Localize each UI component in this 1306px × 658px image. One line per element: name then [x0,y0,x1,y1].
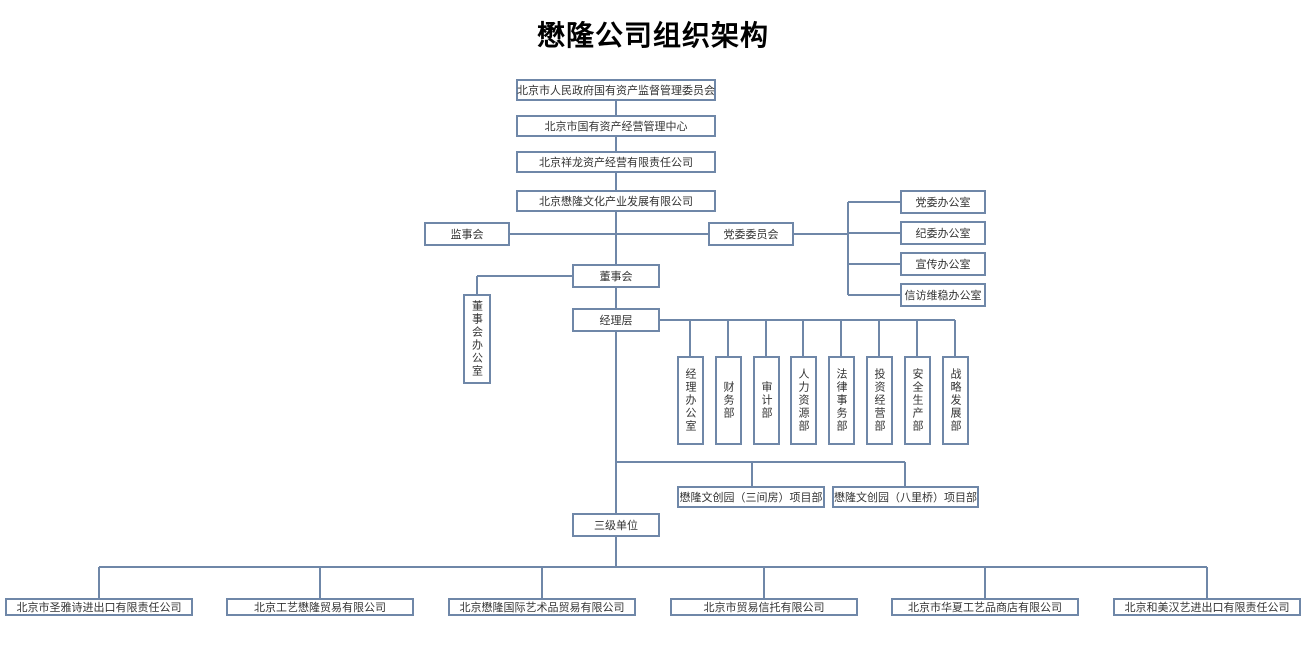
node-label: 监事会 [450,227,484,241]
node-label: 党委委员会 [723,227,779,241]
node-label: 信访维稳办公室 [904,288,982,302]
node-label: 北京懋隆国际艺术品贸易有限公司 [459,600,625,614]
node-label: 北京工艺懋隆贸易有限公司 [254,600,386,614]
node-supervisory-board: 监事会 [424,222,510,246]
node-sasac: 北京市人民政府国有资产监督管理委员会 [516,79,716,101]
node-label: 三级单位 [594,518,638,532]
node-label: 财务部 [722,381,735,420]
node-party-office: 党委办公室 [900,190,986,214]
node-label: 战略发展部 [949,368,962,433]
node-third-level-units: 三级单位 [572,513,660,537]
chart-title: 懋隆公司组织架构 [536,19,769,52]
node-petition-office: 信访维稳办公室 [900,283,986,307]
node-subsidiary-shengyashi: 北京市圣雅诗进出口有限责任公司 [5,598,193,616]
node-subsidiary-maolong-art: 北京懋隆国际艺术品贸易有限公司 [448,598,636,616]
node-label: 懋隆文创园（八里桥）项目部 [834,490,977,504]
node-project-balixiao: 懋隆文创园（八里桥）项目部 [832,486,979,508]
node-dept-investment: 投资经营部 [866,356,893,445]
node-dept-hr: 人力资源部 [790,356,817,445]
node-dept-strategy: 战略发展部 [942,356,969,445]
node-label: 懋隆文创园（三间房）项目部 [679,490,823,504]
node-label: 人力资源部 [797,368,810,433]
node-board-office: 董事会办公室 [463,294,491,384]
node-label: 安全生产部 [911,368,924,433]
node-label: 北京市华夏工艺品商店有限公司 [908,600,1062,614]
node-label: 法律事务部 [835,368,848,433]
node-label: 审计部 [760,381,773,420]
node-dept-finance: 财务部 [715,356,742,445]
node-subsidiary-gongyi-maolong: 北京工艺懋隆贸易有限公司 [226,598,414,616]
node-label: 经理层 [599,313,633,327]
node-label: 北京和美汉艺进出口有限责任公司 [1124,600,1290,614]
node-label: 宣传办公室 [915,257,971,271]
node-dept-safety: 安全生产部 [904,356,931,445]
node-label: 党委办公室 [915,195,971,209]
node-label: 北京市国有资产经营管理中心 [544,119,688,133]
node-label: 北京市人民政府国有资产监督管理委员会 [517,83,715,97]
node-subsidiary-huaxia: 北京市华夏工艺品商店有限公司 [891,598,1079,616]
node-maolong-company: 北京懋隆文化产业发展有限公司 [516,190,716,212]
node-state-asset-center: 北京市国有资产经营管理中心 [516,115,716,137]
node-xianglong: 北京祥龙资产经营有限责任公司 [516,151,716,173]
node-label: 北京市贸易信托有限公司 [703,600,825,614]
node-discipline-office: 纪委办公室 [900,221,986,245]
node-dept-manager-office: 经理办公室 [677,356,704,445]
node-dept-legal: 法律事务部 [828,356,855,445]
node-label: 北京祥龙资产经营有限责任公司 [539,155,693,169]
node-board: 董事会 [572,264,660,288]
node-subsidiary-hemei-hanyi: 北京和美汉艺进出口有限责任公司 [1113,598,1301,616]
node-party-committee: 党委委员会 [708,222,794,246]
node-label: 经理办公室 [684,368,697,433]
node-label: 董事会 [599,269,633,283]
node-label: 董事会办公室 [470,300,484,378]
node-label: 投资经营部 [873,368,886,433]
node-label: 纪委办公室 [915,226,971,240]
node-dept-audit: 审计部 [753,356,780,445]
node-label: 北京市圣雅诗进出口有限责任公司 [16,600,182,614]
node-project-sanjianfang: 懋隆文创园（三间房）项目部 [677,486,825,508]
node-subsidiary-trade-trust: 北京市贸易信托有限公司 [670,598,858,616]
node-management: 经理层 [572,308,660,332]
node-publicity-office: 宣传办公室 [900,252,986,276]
node-label: 北京懋隆文化产业发展有限公司 [539,194,693,208]
